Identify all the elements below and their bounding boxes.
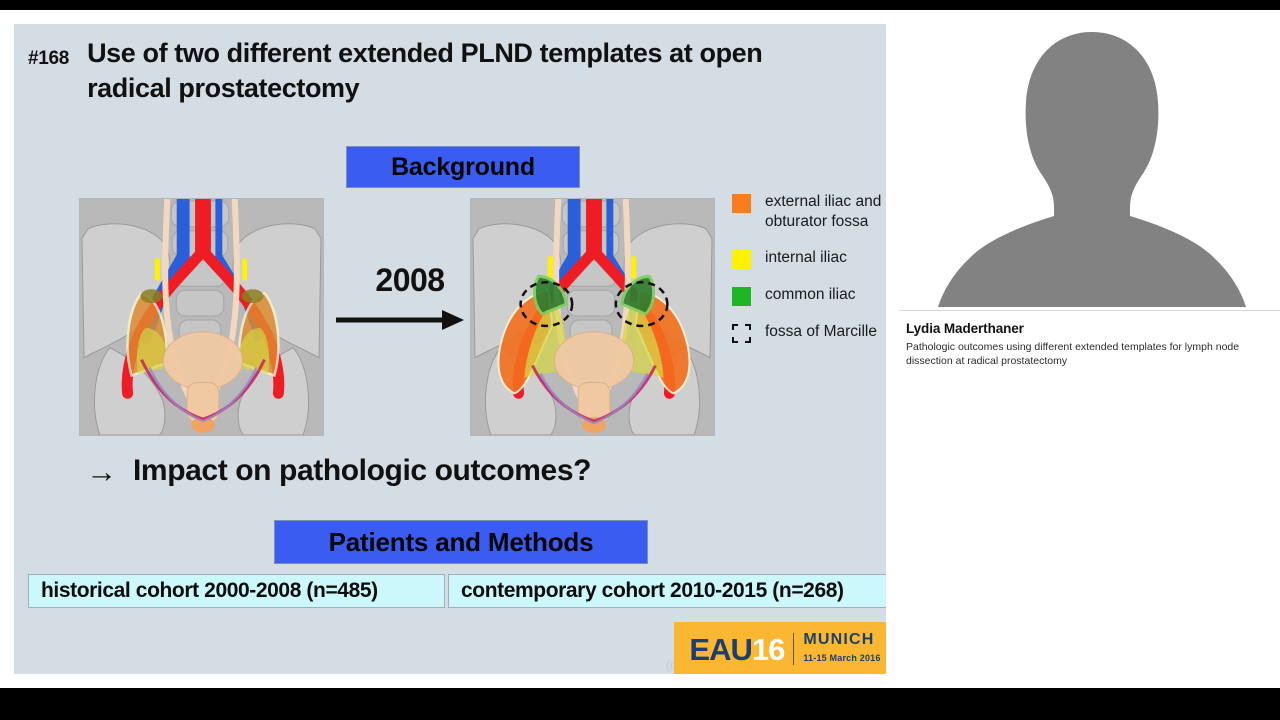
impact-question-line: → Impact on pathologic outcomes? [86,454,591,488]
eau-logo-city: MUNICH [803,631,875,649]
speaker-avatar [904,10,1280,307]
legend-label: fossa of Marcille [765,322,877,340]
legend-item-common-iliac: common iliac [732,285,882,306]
timeline-arrow-icon [334,307,466,333]
legend-label: internal iliac [765,248,847,266]
figure-extended-plnd-template [470,198,715,436]
cohort-box-historical: historical cohort 2000-2008 (n=485) [28,574,445,608]
speaker-name: Lydia Maderthaner [906,321,1024,336]
presentation-slide: #168 Use of two different extended PLND … [14,24,886,674]
eau-logo-brand-text: EAU [689,631,752,667]
legend-swatch-yellow-icon [732,249,751,269]
timeline-year-label: 2008 [375,262,445,298]
eau-congress-logo: EAU16 MUNICH 11-15 March 2016 [674,622,886,674]
legend-swatch-dashed-icon [732,323,751,343]
legend-item-fossa-of-marcille: fossa of Marcille [732,322,882,343]
legend-label: common iliac [765,285,856,303]
slide-viewer: #168 Use of two different extended PLND … [0,10,896,688]
eau-logo-divider [793,633,795,665]
section-header-background: Background [346,146,580,188]
eau-logo-details: MUNICH 11-15 March 2016 [803,631,881,666]
legend-item-internal-iliac: internal iliac [732,248,882,269]
figure-limited-plnd-template [79,198,324,436]
eau-logo-dates: 11-15 March 2016 [803,653,881,663]
person-silhouette-icon [938,32,1246,307]
section-header-patients-and-methods: Patients and Methods [274,520,648,564]
slide-header: #168 Use of two different extended PLND … [14,36,886,105]
speaker-presentation-title: Pathologic outcomes using different exte… [906,341,1240,367]
eau-logo-brand: EAU16 [689,631,785,667]
legend-swatch-orange-icon [732,194,751,213]
legend-label: external iliac and obturator fossa [765,193,882,230]
letterbox-bottom [0,688,1280,720]
speaker-panel: Lydia Maderthaner Pathologic outcomes us… [899,10,1280,688]
panel-divider [899,310,1280,311]
figure-legend: external iliac and obturator fossa inter… [732,192,882,359]
legend-item-external-iliac: external iliac and obturator fossa [732,192,882,232]
impact-question-text: Impact on pathologic outcomes? [133,454,592,487]
letterbox-top [0,0,1280,10]
abstract-number: #168 [28,48,70,69]
legend-swatch-green-icon [732,286,751,306]
slide-title: Use of two different extended PLND templ… [87,38,763,103]
cohort-box-contemporary: contemporary cohort 2010-2015 (n=268) [448,574,886,608]
eau-logo-edition-text: 16 [751,631,785,667]
right-arrow-icon: → [86,453,117,489]
